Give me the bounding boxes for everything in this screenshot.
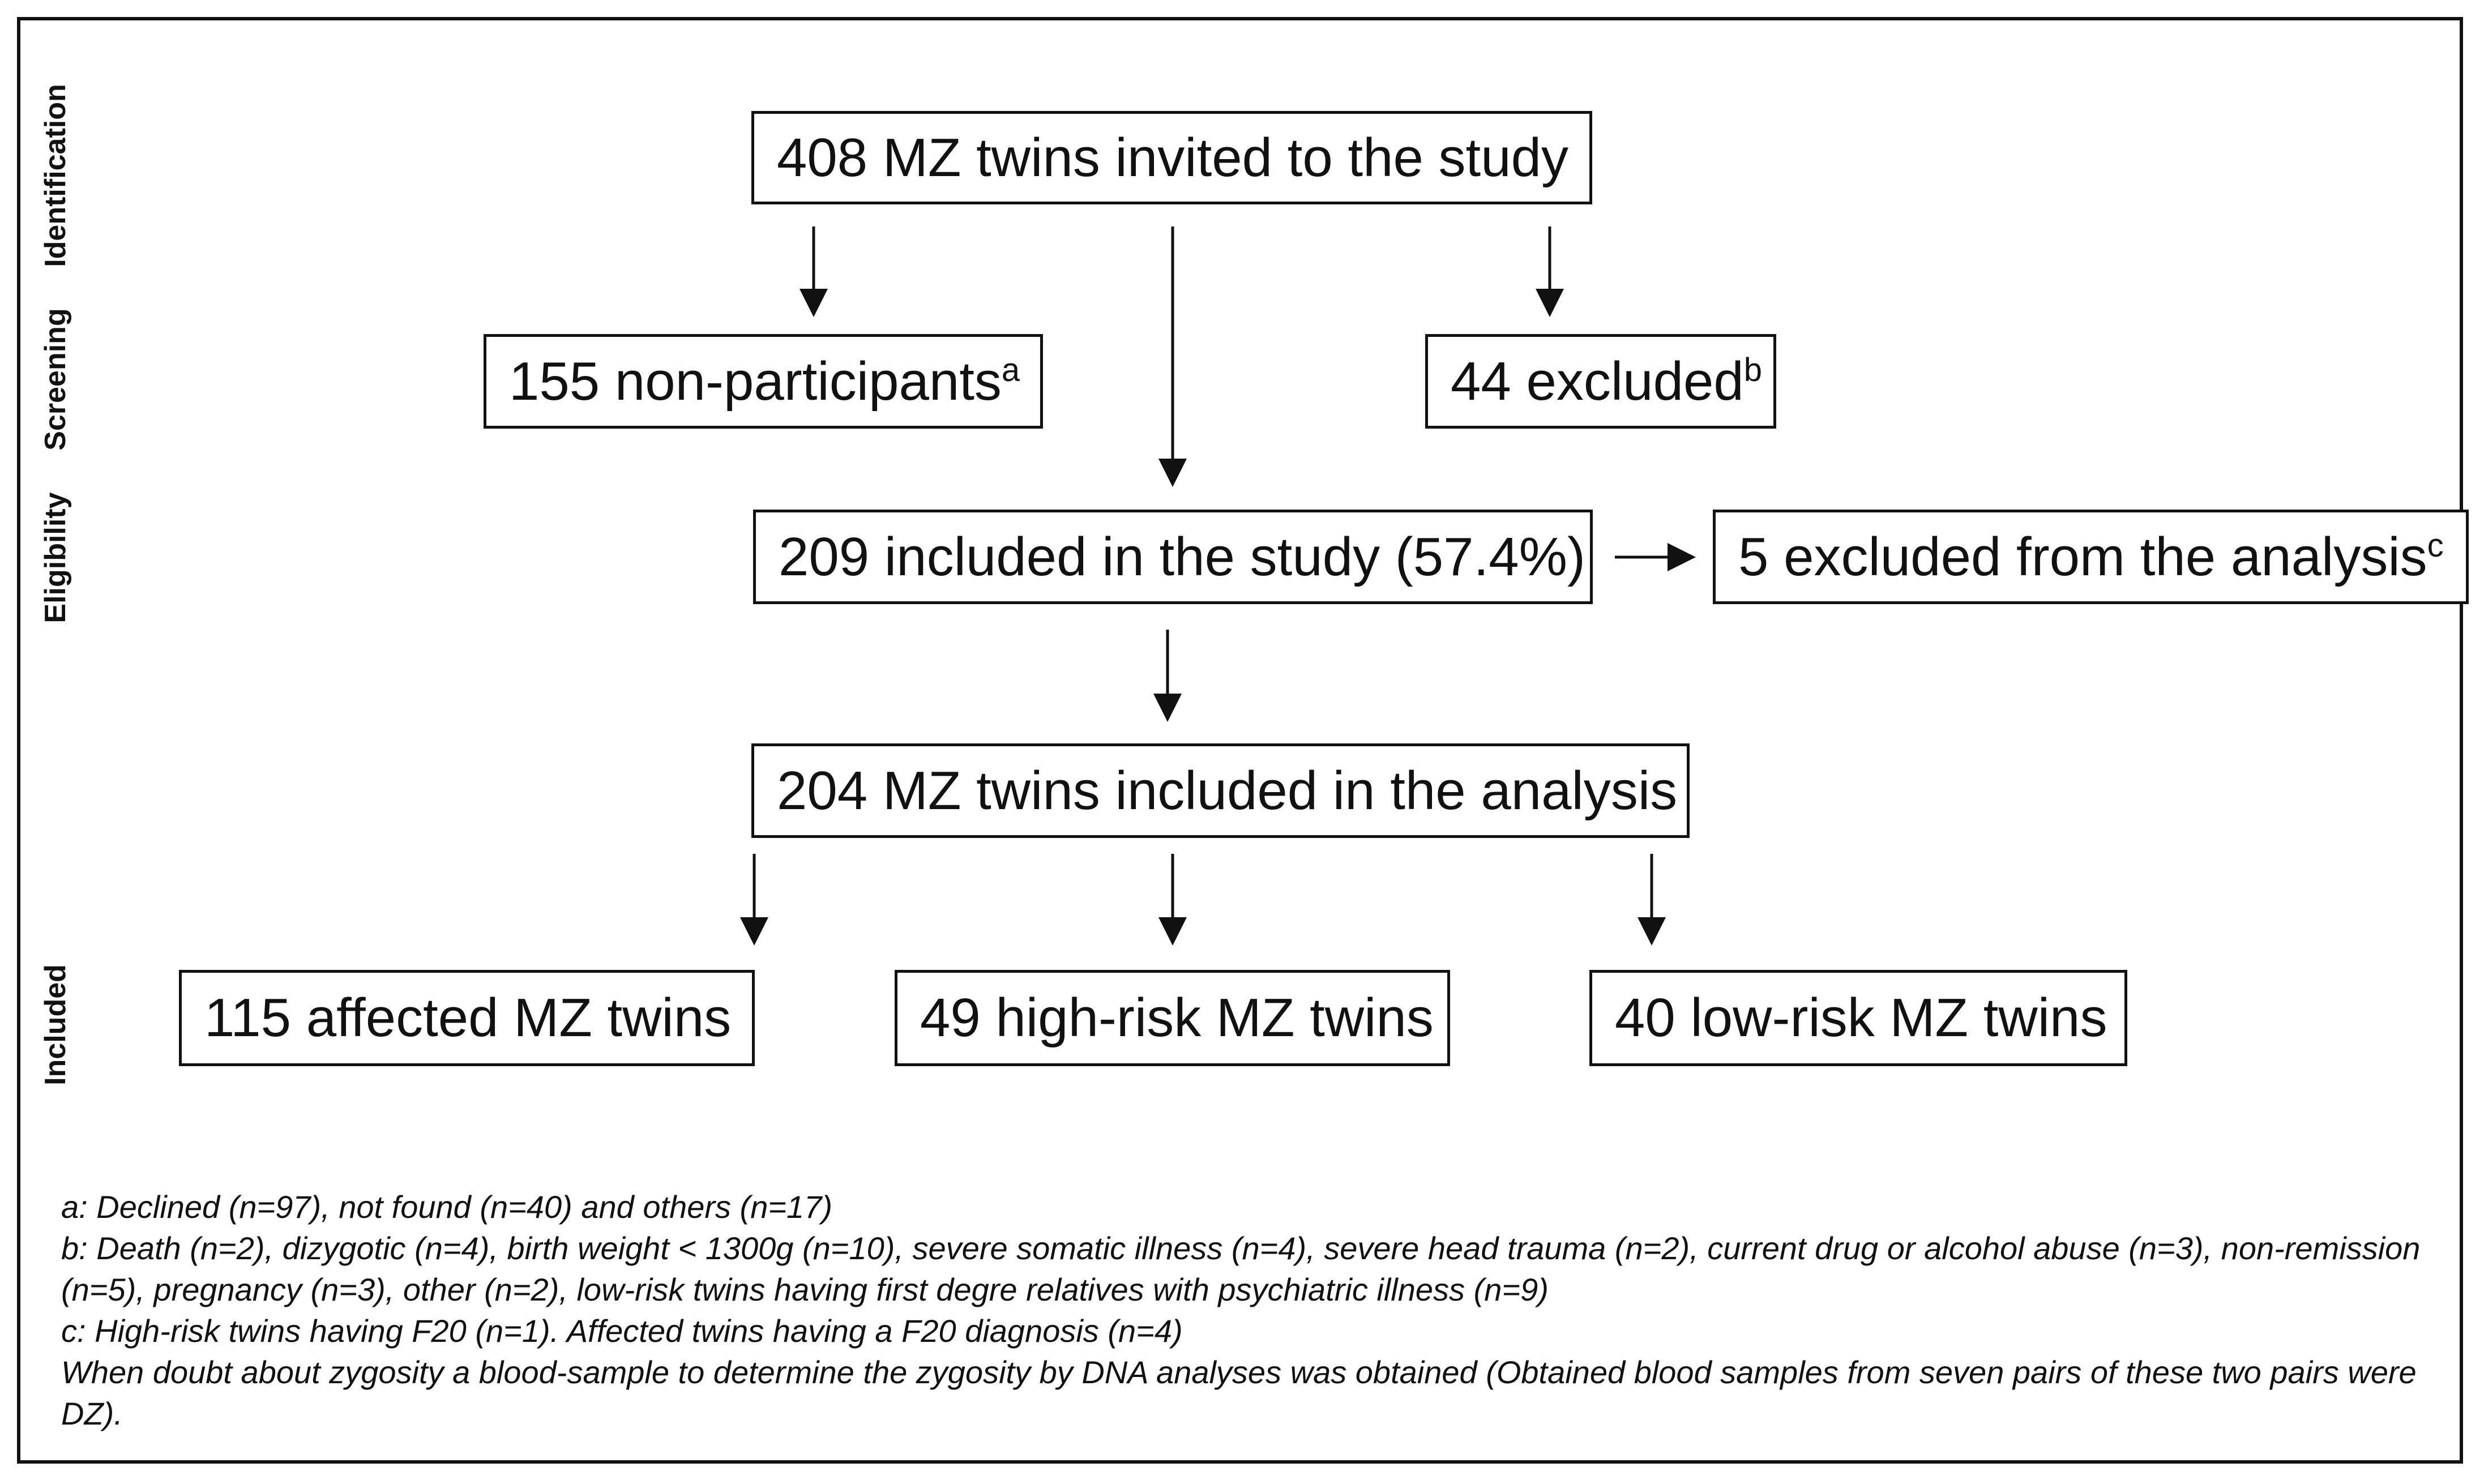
footnote-b: b: Death (n=2), dizygotic (n=4), birth w… [61,1230,2421,1307]
box-included-analysis: 204 MZ twins included in the analysis [751,743,1690,838]
footnotes: a: Declined (n=97), not found (n=40) and… [61,1186,2451,1434]
box-high-risk-text: 49 high-risk MZ twins [920,987,1434,1048]
box-included-analysis-text: 204 MZ twins included in the analysis [777,760,1678,821]
box-low-risk: 40 low-risk MZ twins [1589,970,2127,1066]
box-invited: 408 MZ twins invited to the study [751,111,1592,204]
box-non-participants-text: 155 non-participants [509,350,1002,412]
footnote-marker-c: c [2427,527,2444,564]
diagram-frame [17,17,2463,1464]
box-included-study-text: 209 included in the study (57.4%) [779,526,1585,587]
box-included-study: 209 included in the study (57.4%) [753,510,1593,604]
box-affected-text: 115 affected MZ twins [204,987,732,1048]
box-excluded-text: 44 excluded [1451,350,1744,412]
box-low-risk-text: 40 low-risk MZ twins [1615,987,2107,1048]
box-high-risk: 49 high-risk MZ twins [895,970,1450,1066]
footnote-a: a: Declined (n=97), not found (n=40) and… [61,1189,832,1225]
box-affected: 115 affected MZ twins [179,970,755,1066]
footnote-marker-a: a [1001,352,1020,388]
footnote-zygosity: When doubt about zygosity a blood-sample… [61,1354,2417,1431]
footnote-c: c: High-risk twins having F20 (n=1). Aff… [61,1313,1183,1349]
footnote-marker-b: b [1743,352,1762,388]
box-excluded-analysis-text: 5 excluded from the analysis [1738,526,2427,587]
box-invited-text: 408 MZ twins invited to the study [777,127,1568,188]
